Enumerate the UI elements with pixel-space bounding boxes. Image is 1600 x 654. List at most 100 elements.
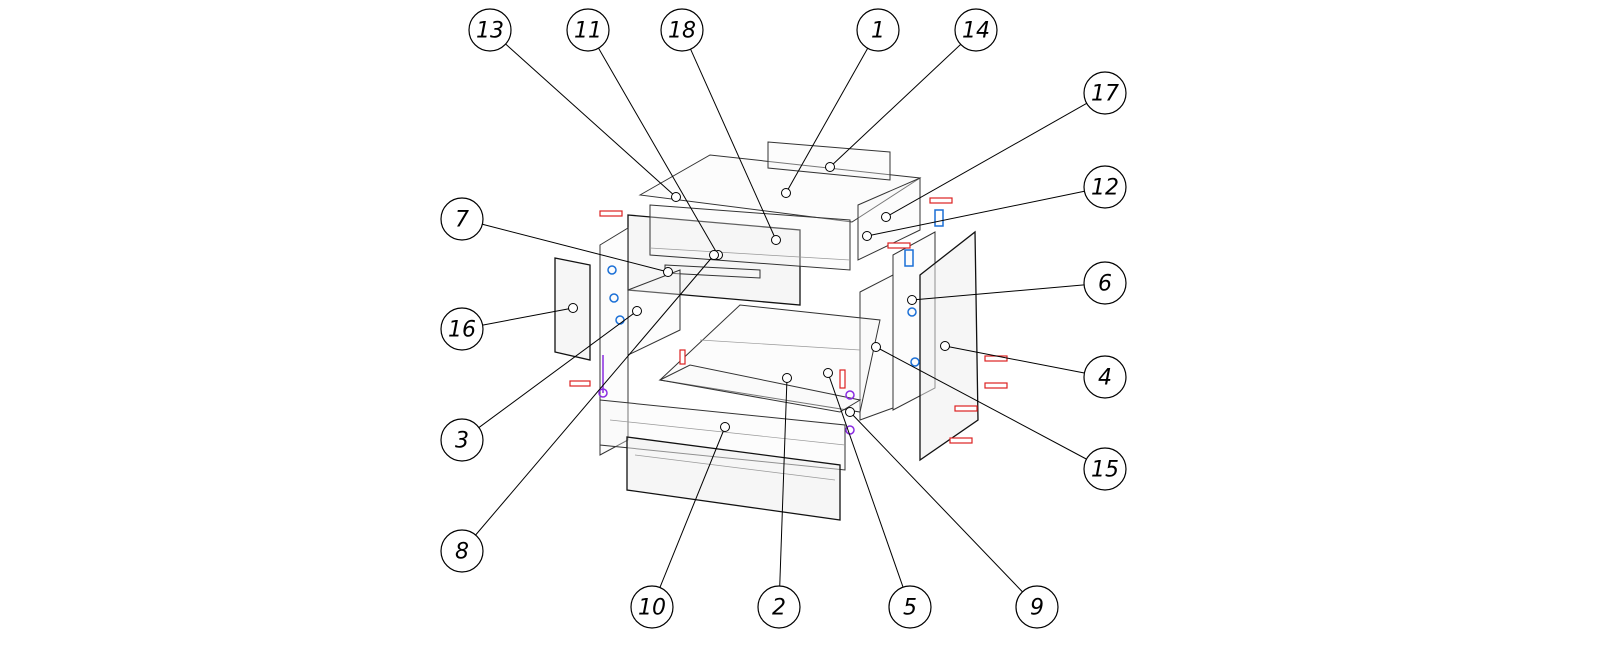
leader-line — [849, 411, 1023, 593]
kick-plate — [626, 436, 841, 521]
leader-anchor — [881, 212, 891, 222]
leader-anchor — [907, 295, 917, 305]
callout-bubble — [757, 585, 801, 629]
leader-line — [885, 102, 1087, 218]
callout-6: 6 — [907, 261, 1127, 305]
dowel-icon — [887, 242, 911, 249]
callout-bubble — [1015, 585, 1059, 629]
leader-line — [911, 284, 1085, 301]
callout-bubble — [440, 529, 484, 573]
callout-bubble — [440, 418, 484, 462]
dowel-icon — [599, 210, 623, 217]
callout-4: 4 — [940, 341, 1127, 399]
callout-1: 1 — [781, 8, 900, 198]
leader-anchor — [771, 235, 781, 245]
leader-anchor — [663, 267, 673, 277]
callout-number: 10 — [638, 596, 666, 621]
callout-8: 8 — [440, 250, 719, 573]
dowel-icon — [984, 382, 1008, 389]
leader-anchor — [782, 373, 792, 383]
leader-line — [866, 190, 1085, 237]
callout-number: 8 — [455, 540, 469, 565]
furniture-parts — [554, 141, 979, 521]
callout-number: 1 — [871, 19, 885, 44]
hardware — [569, 197, 1008, 444]
callout-bubble — [1083, 355, 1127, 399]
callout-bubble — [440, 197, 484, 241]
callout-number: 9 — [1030, 596, 1044, 621]
callout-5: 5 — [823, 368, 932, 629]
cam-lock-icon — [607, 265, 617, 275]
callout-9: 9 — [845, 407, 1059, 629]
callout-bubble — [1083, 261, 1127, 305]
leader-line — [475, 254, 715, 536]
callout-number: 6 — [1098, 272, 1112, 297]
leader-line — [482, 307, 574, 326]
callout-number: 18 — [668, 19, 696, 44]
callout-number: 14 — [962, 19, 990, 44]
callout-2: 2 — [757, 373, 801, 629]
callout-bubble — [1083, 71, 1127, 115]
callout-number: 16 — [448, 318, 476, 343]
dowel-icon — [679, 349, 686, 365]
leader-line — [505, 43, 677, 198]
cam-lock-icon — [907, 307, 917, 317]
leader-anchor — [825, 162, 835, 172]
callout-bubble — [954, 8, 998, 52]
drawer-box-upper — [649, 204, 851, 271]
leader-line — [875, 346, 1087, 460]
leader-anchor — [632, 306, 642, 316]
callout-15: 15 — [871, 342, 1127, 491]
callout-number: 15 — [1091, 458, 1119, 483]
callout-7: 7 — [440, 197, 673, 277]
leader-anchor — [709, 250, 719, 260]
callout-bubble — [1083, 165, 1127, 209]
leader-line — [659, 426, 726, 588]
callout-bubble — [1083, 447, 1127, 491]
dowel-icon — [984, 355, 1008, 362]
cam-lock-icon — [910, 357, 920, 367]
leader-line — [482, 223, 669, 273]
leader-line — [690, 48, 777, 241]
callout-18: 18 — [660, 8, 781, 245]
callout-3: 3 — [440, 306, 642, 462]
callout-number: 3 — [455, 429, 469, 454]
left-inner-panel — [627, 269, 681, 356]
leader-anchor — [862, 231, 872, 241]
leader-line — [598, 47, 719, 256]
callout-number: 12 — [1091, 176, 1119, 201]
dowel-icon — [839, 369, 846, 389]
callout-bubble — [660, 8, 704, 52]
leader-anchor — [845, 407, 855, 417]
callout-number: 4 — [1098, 366, 1112, 391]
cam-lock-icon — [934, 209, 944, 227]
callout-bubble — [468, 8, 512, 52]
leader-line — [478, 310, 638, 428]
callout-13: 13 — [468, 8, 681, 202]
leader-anchor — [823, 368, 833, 378]
leader-anchor — [871, 342, 881, 352]
leader-line — [779, 377, 788, 587]
callout-11: 11 — [566, 8, 723, 260]
cam-lock-icon — [609, 293, 619, 303]
connector-icon — [845, 390, 855, 400]
callout-16: 16 — [440, 303, 578, 351]
leader-line — [829, 44, 962, 168]
connector-icon — [845, 425, 855, 435]
callout-number: 2 — [772, 596, 786, 621]
leader-anchor — [568, 303, 578, 313]
bottom-panel — [658, 304, 881, 413]
front-bottom-rail — [599, 399, 846, 471]
callout-10: 10 — [630, 422, 730, 629]
leader-line — [944, 345, 1085, 374]
callout-14: 14 — [825, 8, 998, 172]
callout-bubble — [888, 585, 932, 629]
callout-number: 7 — [455, 208, 469, 233]
callout-12: 12 — [862, 165, 1127, 241]
callout-number: 11 — [574, 19, 602, 44]
callout-number: 17 — [1091, 82, 1119, 107]
leader-line — [827, 372, 904, 588]
leader-anchor — [720, 422, 730, 432]
